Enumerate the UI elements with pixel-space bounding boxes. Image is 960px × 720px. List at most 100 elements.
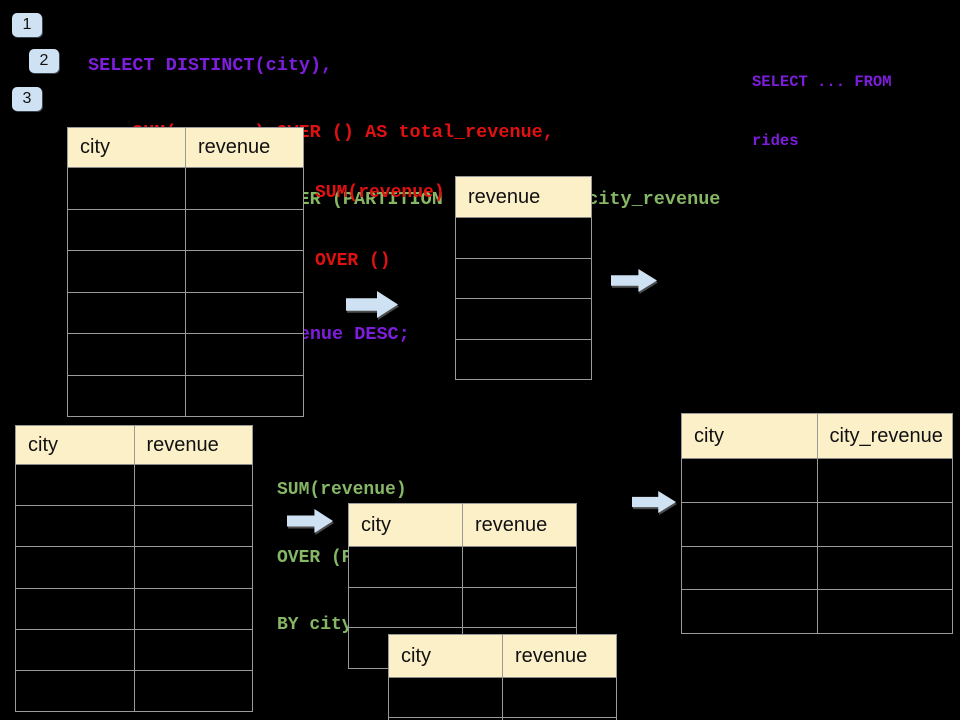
table-cell [133,506,253,547]
table-cell [68,210,185,251]
annotation-city-line1: SUM(revenue) [277,480,407,500]
flow-arrow-source-to-partitions-icon [287,509,333,533]
table-cell [16,589,134,629]
table-row [16,465,253,506]
flow-arrow-source-to-window-icon [346,291,398,318]
table-cell [502,718,616,720]
table-row [456,298,591,339]
table-cell [456,340,591,380]
table-row [16,587,253,629]
table-all-rows-window: revenue [455,176,592,380]
table-cell [682,503,817,546]
table-source-bottom: city revenue [15,425,253,712]
table-cell [68,251,185,292]
table-cell [682,547,817,590]
table-row [682,589,952,633]
table-cell [462,587,576,628]
table-header-row: city revenue [389,635,616,678]
table-partition-second: city revenue [388,634,617,720]
table-cell [133,670,253,712]
column-header: city [401,644,431,667]
step-badge-2-label: 2 [39,52,49,69]
table-cell [185,292,303,333]
column-header: revenue [185,128,303,167]
table-cell [68,376,185,417]
step-badge-3-label: 3 [22,90,32,107]
table-cell [185,375,303,416]
table-row [68,333,303,375]
column-header: revenue [133,426,253,464]
table-cell [816,546,953,590]
annotation-total-line1: SUM(revenue) [315,183,445,203]
table-row [16,546,253,588]
table-cell [185,168,303,209]
table-cell [185,251,303,292]
table-row [16,628,253,670]
table-row [682,501,953,546]
column-header: city [28,433,58,456]
table-cell [456,259,591,299]
table-cell [185,334,303,375]
table-cell [349,547,462,587]
column-header: revenue [468,185,541,208]
table-cell [133,547,253,588]
table-row [349,586,576,628]
side-sql-line2: rides [752,131,799,150]
column-header: city [361,513,391,536]
table-row [68,250,303,292]
flow-arrow-partitions-to-result-icon [632,491,676,513]
table-cell [816,590,953,633]
table-cell [456,299,591,339]
annotation-total-revenue: SUM(revenue) OVER () [315,137,445,317]
table-cell [133,465,253,506]
table-cell [16,506,134,546]
table-row [389,717,616,720]
table-cell [68,168,185,209]
step-badge-3: 3 [12,87,42,111]
table-cell [349,588,462,628]
table-row [68,208,303,251]
table-cell [462,547,576,587]
table-cell [133,629,253,670]
table-row [456,218,591,258]
table-cell [816,502,953,546]
table-row [682,459,952,502]
table-header-row: city revenue [16,426,252,465]
table-cell [682,459,817,502]
flow-arrow-window-out-icon [611,269,657,292]
table-row [456,338,591,380]
sql-line-select: SELECT DISTINCT(city), [88,54,333,76]
table-cell [502,678,616,717]
table-cell [133,588,253,629]
table-row [349,547,576,587]
column-header: revenue [462,504,576,546]
table-header-row: city revenue [349,504,576,547]
table-row [16,505,253,547]
column-header: city [694,424,724,447]
table-cell [16,547,134,587]
table-cell [816,459,953,502]
table-cell [389,678,502,717]
column-header: revenue [502,635,616,677]
annotation-total-line2: OVER () [315,250,391,271]
table-cell [456,218,591,258]
step-badge-2: 2 [29,49,59,73]
side-sql-note: SELECT ... FROM rides [752,34,892,190]
table-cell [682,590,817,633]
table-cell [16,671,134,711]
table-cell [68,334,185,375]
table-cell [68,293,185,334]
table-header-row: revenue [456,177,591,218]
table-cell [16,465,134,505]
table-row [68,291,303,334]
side-sql-line1: SELECT ... FROM [752,73,892,91]
table-row [16,669,253,712]
table-cell [185,209,303,250]
table-row [682,545,953,590]
table-row [68,374,303,417]
